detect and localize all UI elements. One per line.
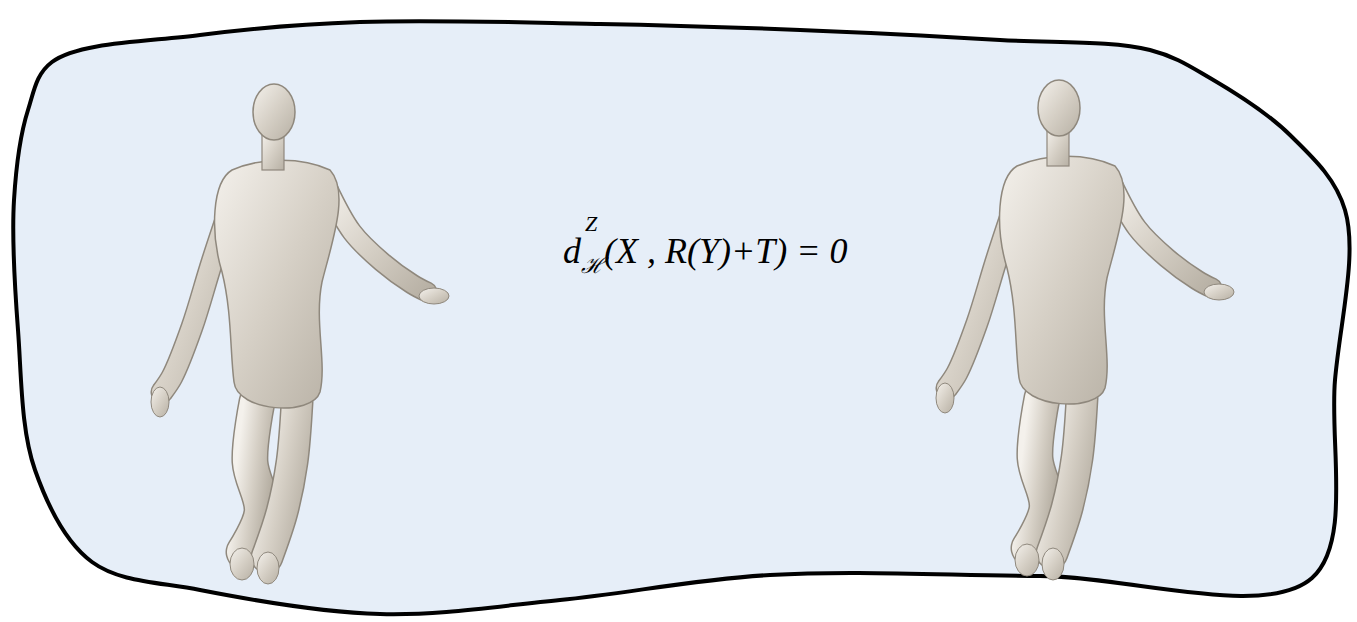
formula-part: ℋ [581,255,604,277]
formula-part: d [563,233,581,269]
formula-part: Z [585,213,597,235]
human-figure [151,84,449,584]
formula-part: (X , R(Y)+T) = 0 [604,233,848,269]
human-figure [936,80,1234,580]
blob-path [13,21,1349,614]
